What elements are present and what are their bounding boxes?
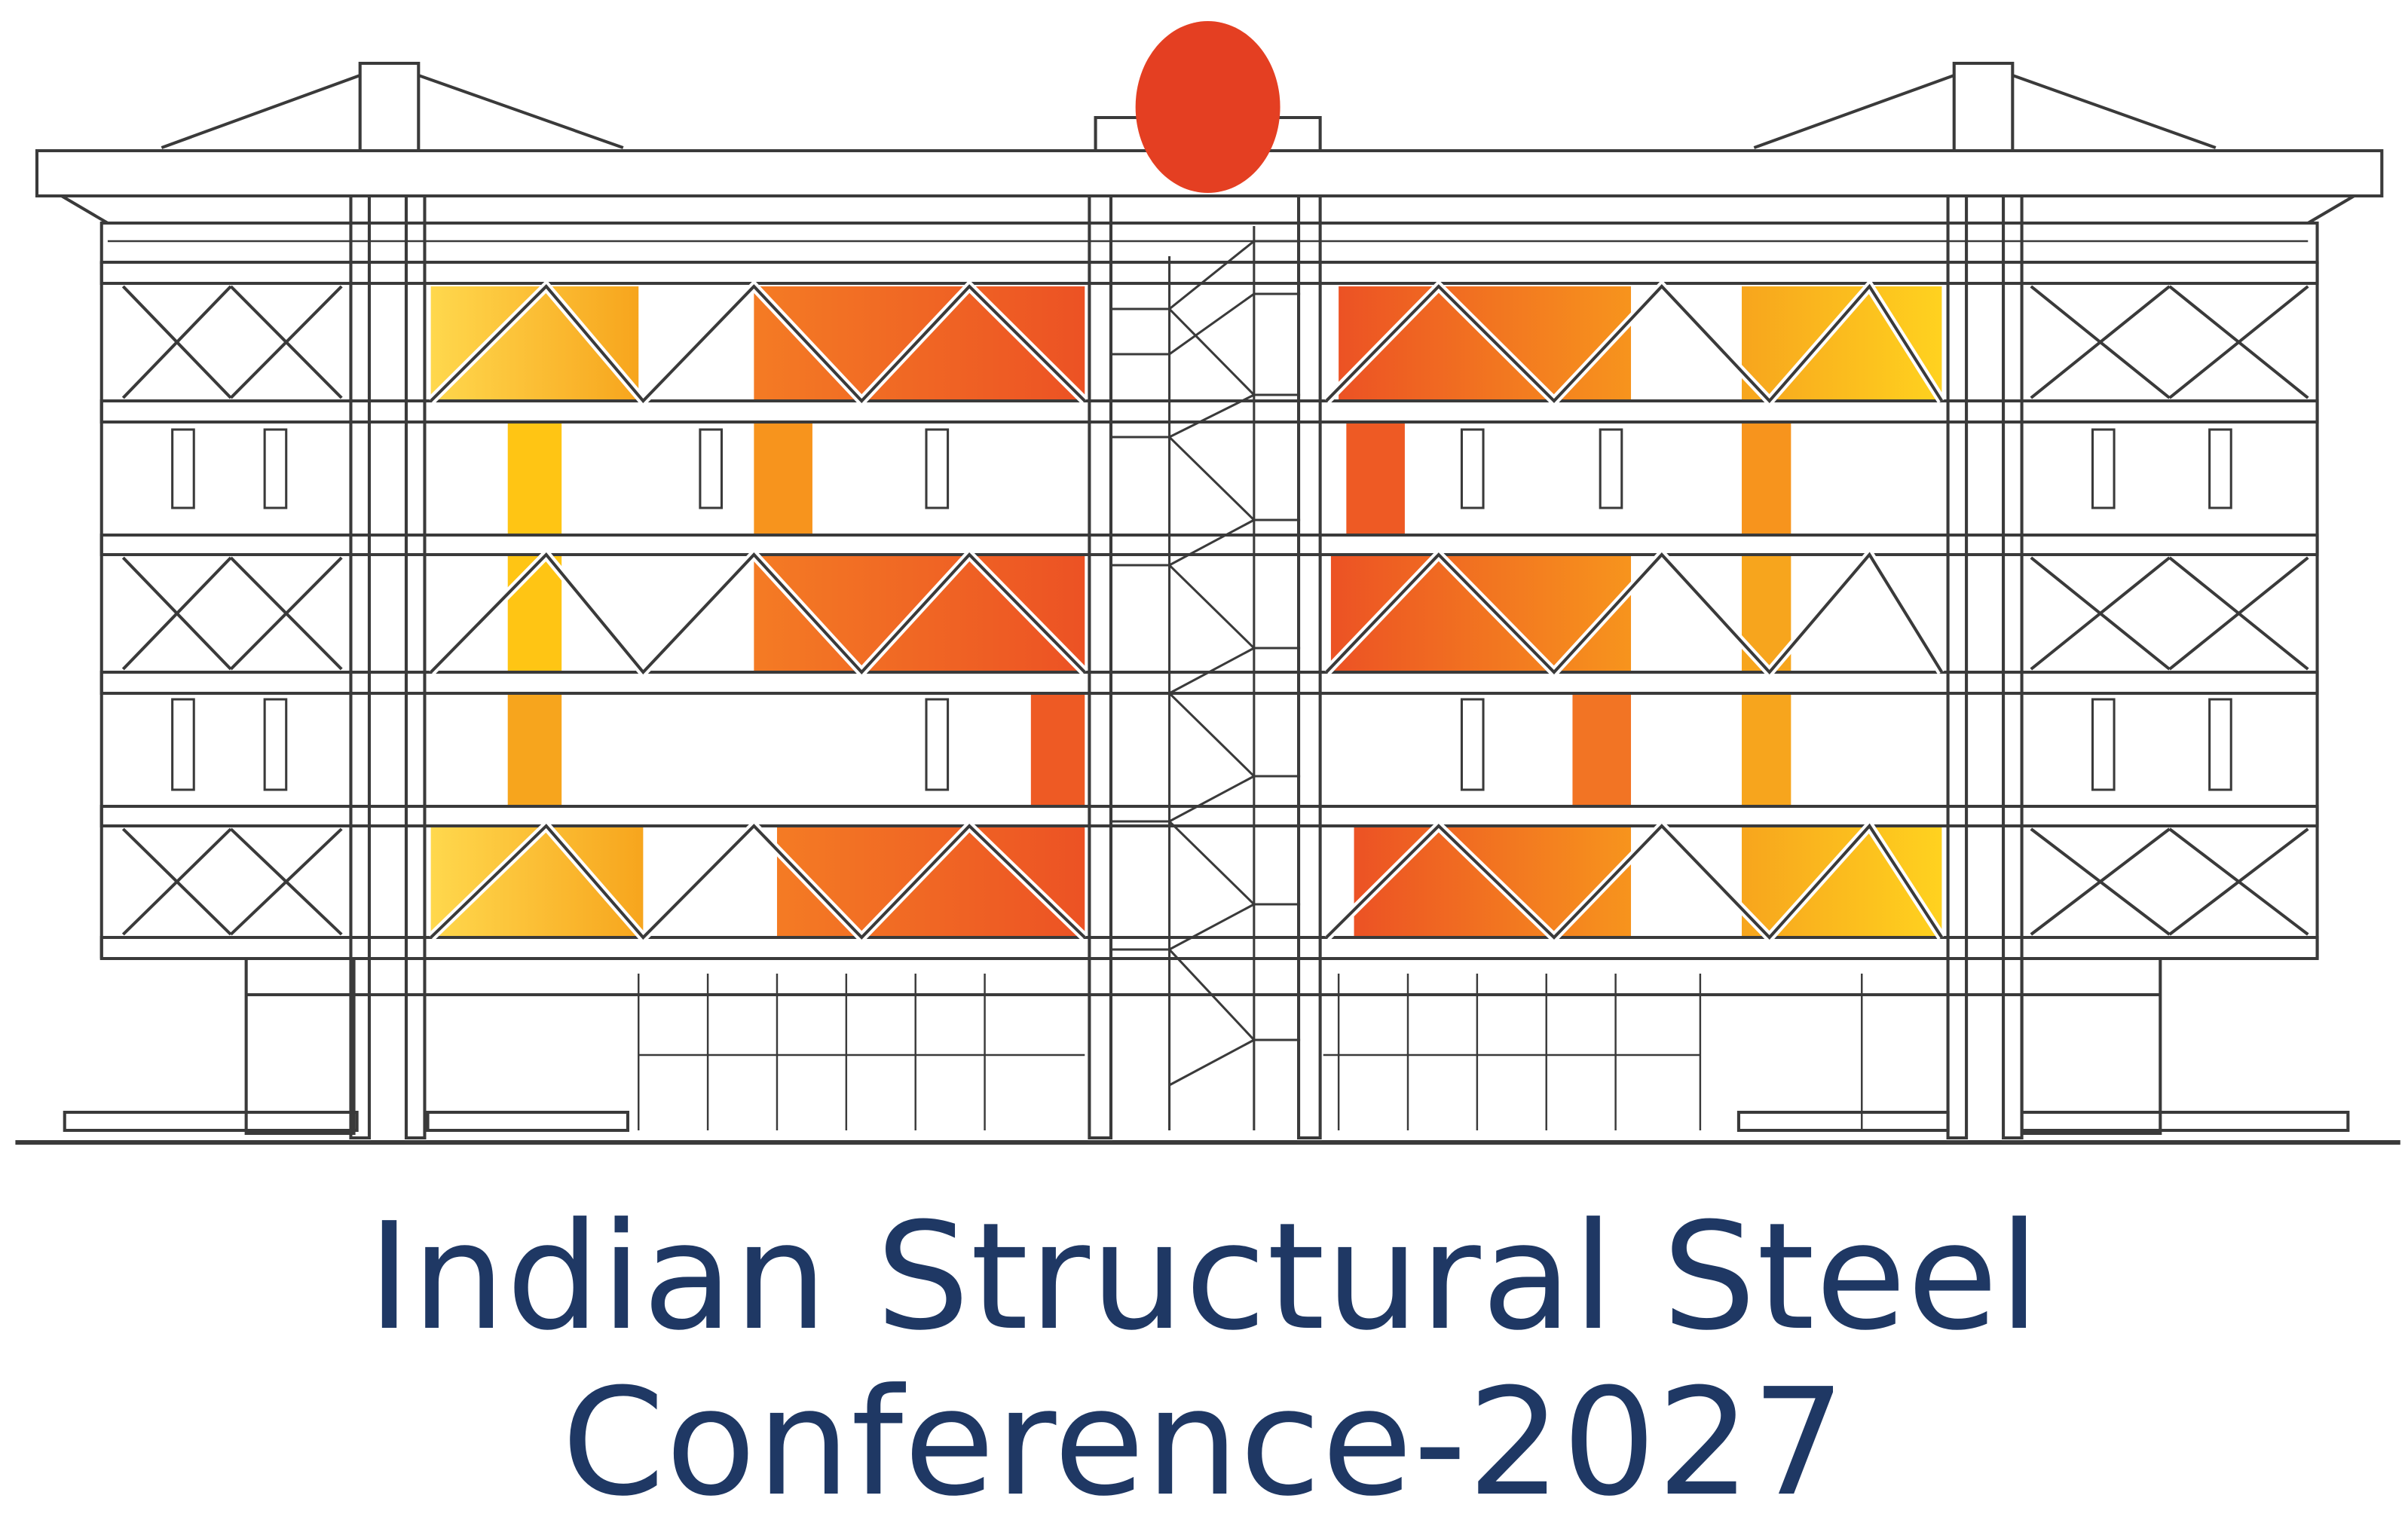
conference-title: Indian Structural Steel Conference-2027 bbox=[367, 1191, 2041, 1529]
steel-building-icon bbox=[15, 62, 2400, 1145]
sun-disc-icon bbox=[1135, 21, 1280, 193]
logo-illustration bbox=[15, 21, 2400, 1145]
